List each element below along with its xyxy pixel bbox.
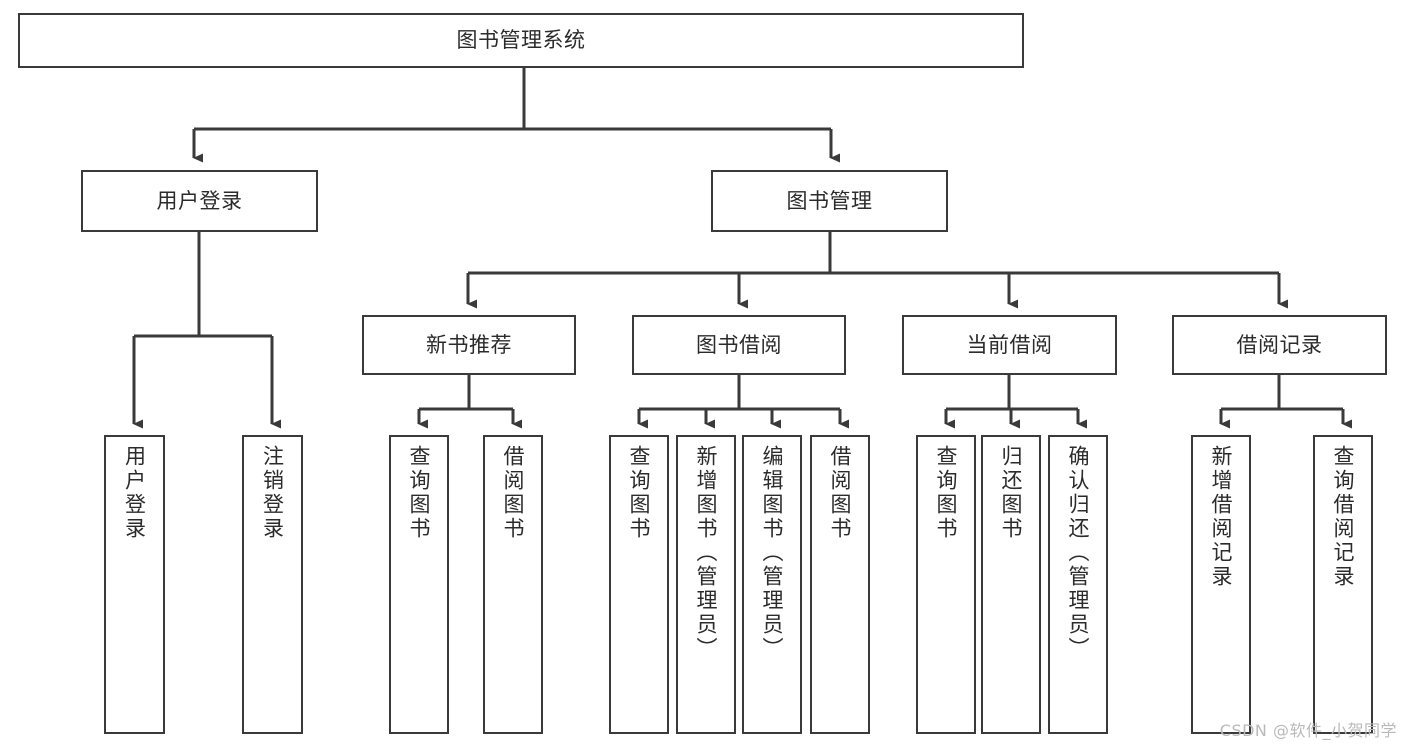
node-leaf-query-book-2[interactable]: 查询图书: [609, 435, 669, 734]
node-leaf-borrow-book-1-label: 借阅图书: [501, 445, 526, 541]
node-leaf-return-book[interactable]: 归还图书: [981, 435, 1041, 734]
node-leaf-query-book-3-label: 查询图书: [934, 445, 959, 541]
node-user-login[interactable]: 用户登录: [81, 170, 318, 232]
node-leaf-borrow-book-2[interactable]: 借阅图书: [810, 435, 870, 734]
node-leaf-query-book-3[interactable]: 查询图书: [916, 435, 976, 734]
node-leaf-add-record[interactable]: 新增借阅记录: [1191, 435, 1251, 734]
node-leaf-confirm-return[interactable]: 确认归还（管理员）: [1048, 435, 1108, 734]
node-leaf-borrow-book-2-label: 借阅图书: [828, 445, 853, 541]
node-leaf-query-record-label: 查询借阅记录: [1331, 445, 1356, 589]
node-leaf-edit-book-label: 编辑图书（管理员）: [760, 445, 785, 661]
node-leaf-add-record-label: 新增借阅记录: [1209, 445, 1234, 589]
node-leaf-query-record[interactable]: 查询借阅记录: [1313, 435, 1373, 734]
node-current-borrow-label: 当前借阅: [966, 332, 1053, 357]
node-leaf-query-book-1-label: 查询图书: [407, 445, 432, 541]
node-root[interactable]: 图书管理系统: [18, 13, 1024, 68]
node-user-login-label: 用户登录: [156, 188, 243, 213]
node-book-borrow-label: 图书借阅: [696, 332, 782, 357]
node-new-book-recommend[interactable]: 新书推荐: [362, 315, 576, 375]
node-leaf-add-book[interactable]: 新增图书（管理员）: [676, 435, 736, 734]
node-leaf-user-login[interactable]: 用户登录: [104, 435, 165, 734]
node-borrow-record-label: 借阅记录: [1236, 332, 1323, 357]
node-book-management[interactable]: 图书管理: [711, 170, 948, 232]
watermark: CSDN @软件_小贺同学: [1219, 721, 1397, 740]
node-leaf-add-book-label: 新增图书（管理员）: [694, 445, 719, 661]
node-book-management-label: 图书管理: [786, 188, 873, 213]
node-new-book-recommend-label: 新书推荐: [426, 332, 512, 357]
node-leaf-confirm-return-label: 确认归还（管理员）: [1066, 445, 1091, 661]
node-leaf-return-book-label: 归还图书: [999, 445, 1024, 541]
node-leaf-edit-book[interactable]: 编辑图书（管理员）: [742, 435, 802, 734]
node-leaf-query-book-1[interactable]: 查询图书: [389, 435, 449, 734]
node-book-borrow[interactable]: 图书借阅: [632, 315, 846, 375]
node-leaf-user-login-label: 用户登录: [122, 445, 147, 541]
node-leaf-query-book-2-label: 查询图书: [627, 445, 652, 541]
node-leaf-borrow-book-1[interactable]: 借阅图书: [483, 435, 543, 734]
node-borrow-record[interactable]: 借阅记录: [1172, 315, 1387, 375]
node-root-label: 图书管理系统: [456, 28, 586, 53]
node-current-borrow[interactable]: 当前借阅: [902, 315, 1117, 375]
node-leaf-logout-login-label: 注销登录: [260, 445, 285, 541]
node-leaf-logout-login[interactable]: 注销登录: [242, 435, 303, 734]
